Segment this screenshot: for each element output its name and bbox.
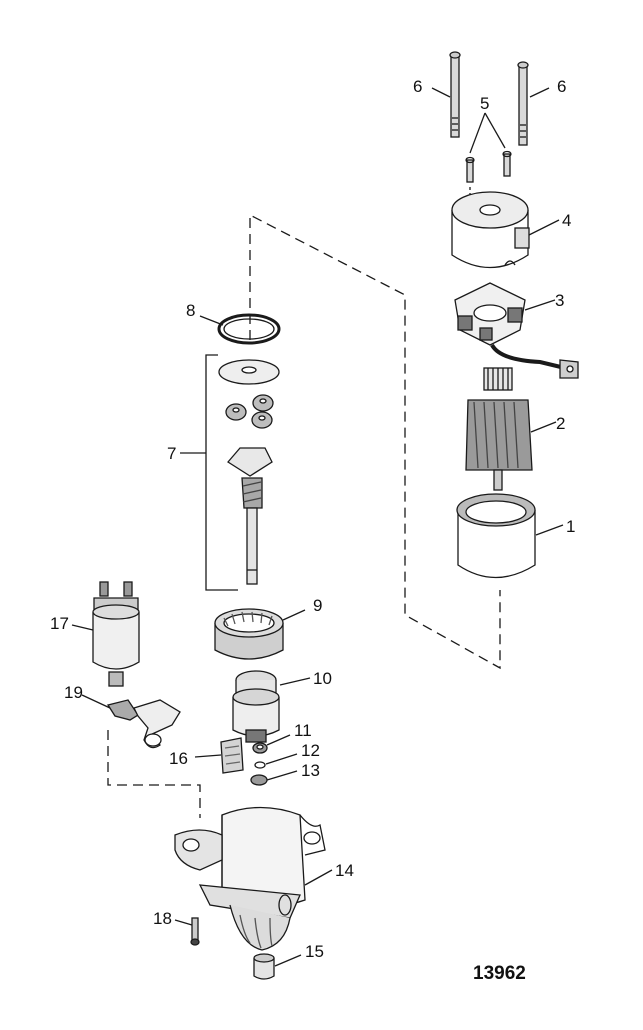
drive-pinion: [232, 670, 311, 743]
bushing: [253, 953, 302, 980]
callout-8: 8: [186, 301, 196, 320]
callout-16: 16: [169, 749, 188, 768]
pin: [174, 917, 200, 946]
callout-12: 12: [301, 741, 320, 760]
armature: [465, 367, 557, 491]
callout-10: 10: [313, 669, 332, 688]
gear-plate: [218, 359, 280, 385]
field-frame: [456, 493, 564, 579]
plate: [194, 737, 244, 774]
retainer-ring: [254, 753, 298, 769]
callout-5: 5: [480, 94, 490, 113]
callout-11: 11: [294, 721, 312, 740]
alignment-dashes: [107, 213, 501, 818]
callout-15: 15: [305, 942, 324, 961]
callout-3: 3: [555, 291, 565, 310]
stop-collar: [252, 734, 291, 754]
through-bolt-right: [517, 61, 529, 146]
planet-gears: [225, 394, 274, 429]
callout-4: 4: [562, 211, 572, 230]
assembly-7-bracket: [180, 354, 238, 591]
callout-19: 19: [64, 683, 83, 702]
end-cap: [451, 191, 560, 269]
callout-1: 1: [566, 517, 576, 536]
screws: [465, 112, 512, 200]
callout-17: 17: [50, 614, 69, 633]
callout-18: 18: [153, 909, 172, 928]
drive-housing: [174, 806, 333, 951]
callout-6-left: 6: [413, 77, 423, 96]
callout-2: 2: [556, 414, 566, 433]
solenoid: [71, 581, 140, 687]
washer: [250, 770, 298, 786]
through-bolt-left: [449, 51, 461, 138]
callout-14: 14: [335, 861, 354, 880]
brush-holder: [454, 282, 579, 379]
planet-carrier-shaft: [227, 447, 273, 585]
ring-gear: [214, 608, 306, 660]
callout-6-right: 6: [557, 77, 567, 96]
o-ring: [199, 313, 281, 345]
callout-13: 13: [301, 761, 320, 780]
shift-lever: [81, 694, 181, 749]
callout-9: 9: [313, 596, 323, 615]
callout-7: 7: [167, 444, 177, 463]
drawing-number: 13962: [473, 963, 526, 984]
